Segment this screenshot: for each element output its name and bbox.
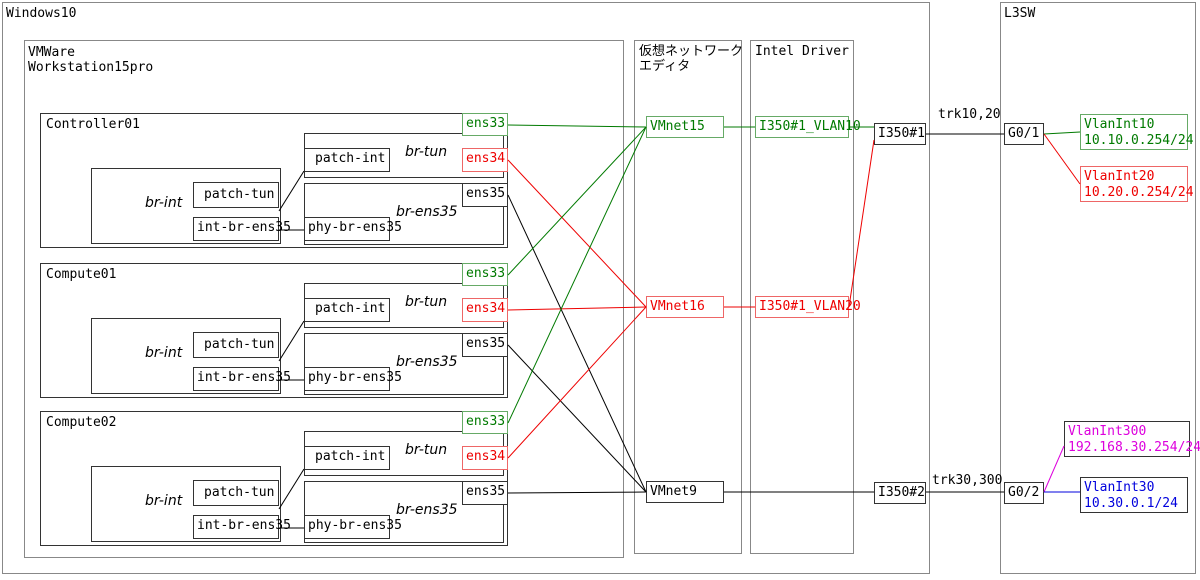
- driver-title: Intel Driver: [755, 44, 849, 59]
- node-title: Controller01: [46, 117, 140, 132]
- ens33-nic: ens33: [462, 411, 508, 434]
- patch-tun-port: patch-tun: [193, 182, 279, 208]
- br-int-label: br-int: [145, 195, 183, 211]
- phy-br-ens35-port: phy-br-ens35: [304, 515, 402, 539]
- phy-br-ens35-port: phy-br-ens35: [304, 367, 402, 391]
- trunk-label-1: trk10,20: [938, 107, 1001, 122]
- node-title: Compute01: [46, 267, 117, 282]
- switch-port-g01: G0/1: [1004, 123, 1044, 145]
- br-int-label: br-int: [145, 345, 183, 361]
- ens33-nic: ens33: [462, 263, 508, 286]
- host-title: Windows10: [6, 6, 77, 21]
- ens33-nic: ens33: [462, 113, 508, 136]
- ens35-nic: ens35: [462, 333, 508, 357]
- node-title: Compute02: [46, 415, 117, 430]
- l3sw-title: L3SW: [1004, 6, 1036, 21]
- switch-port-g02: G0/2: [1004, 482, 1044, 504]
- br-tun-label: br-tun: [405, 144, 448, 160]
- nic-i350-2: I350#2: [874, 482, 926, 504]
- ens34-nic: ens34: [462, 148, 508, 172]
- ens34-nic: ens34: [462, 298, 508, 322]
- ens35-nic: ens35: [462, 481, 508, 505]
- ens35-nic: ens35: [462, 183, 508, 207]
- br-ens35-label: br-ens35: [396, 354, 458, 370]
- br-ens35-label: br-ens35: [396, 204, 458, 220]
- vmware-title-1: VMWare: [28, 45, 75, 60]
- vmnet16-box: VMnet16: [646, 296, 724, 318]
- br-tun-label: br-tun: [405, 294, 448, 310]
- phy-br-ens35-port: phy-br-ens35: [304, 217, 402, 241]
- vmnet15-box: VMnet15: [646, 116, 724, 138]
- patch-int-port: patch-int: [304, 446, 390, 470]
- trunk-label-2: trk30,300: [932, 473, 1003, 488]
- ens34-nic: ens34: [462, 446, 508, 470]
- patch-int-port: patch-int: [304, 298, 390, 322]
- patch-tun-port: patch-tun: [193, 332, 279, 358]
- patch-tun-port: patch-tun: [193, 480, 279, 506]
- vne-title-1: 仮想ネットワーク: [639, 44, 744, 59]
- vmnet9-box: VMnet9: [646, 481, 724, 503]
- vlan10-adapter: I350#1_VLAN10: [755, 116, 861, 138]
- patch-int-port: patch-int: [304, 148, 390, 172]
- br-ens35-label: br-ens35: [396, 502, 458, 518]
- nic-i350-1: I350#1: [874, 123, 926, 145]
- br-int-label: br-int: [145, 493, 183, 509]
- br-tun-label: br-tun: [405, 442, 448, 458]
- int-br-ens35-port: int-br-ens35: [193, 515, 291, 539]
- int-br-ens35-port: int-br-ens35: [193, 367, 291, 391]
- vne-title-2: エディタ: [639, 59, 691, 74]
- vmware-title-2: Workstation15pro: [28, 60, 154, 75]
- vlan20-adapter: I350#1_VLAN20: [755, 296, 861, 318]
- int-br-ens35-port: int-br-ens35: [193, 217, 291, 241]
